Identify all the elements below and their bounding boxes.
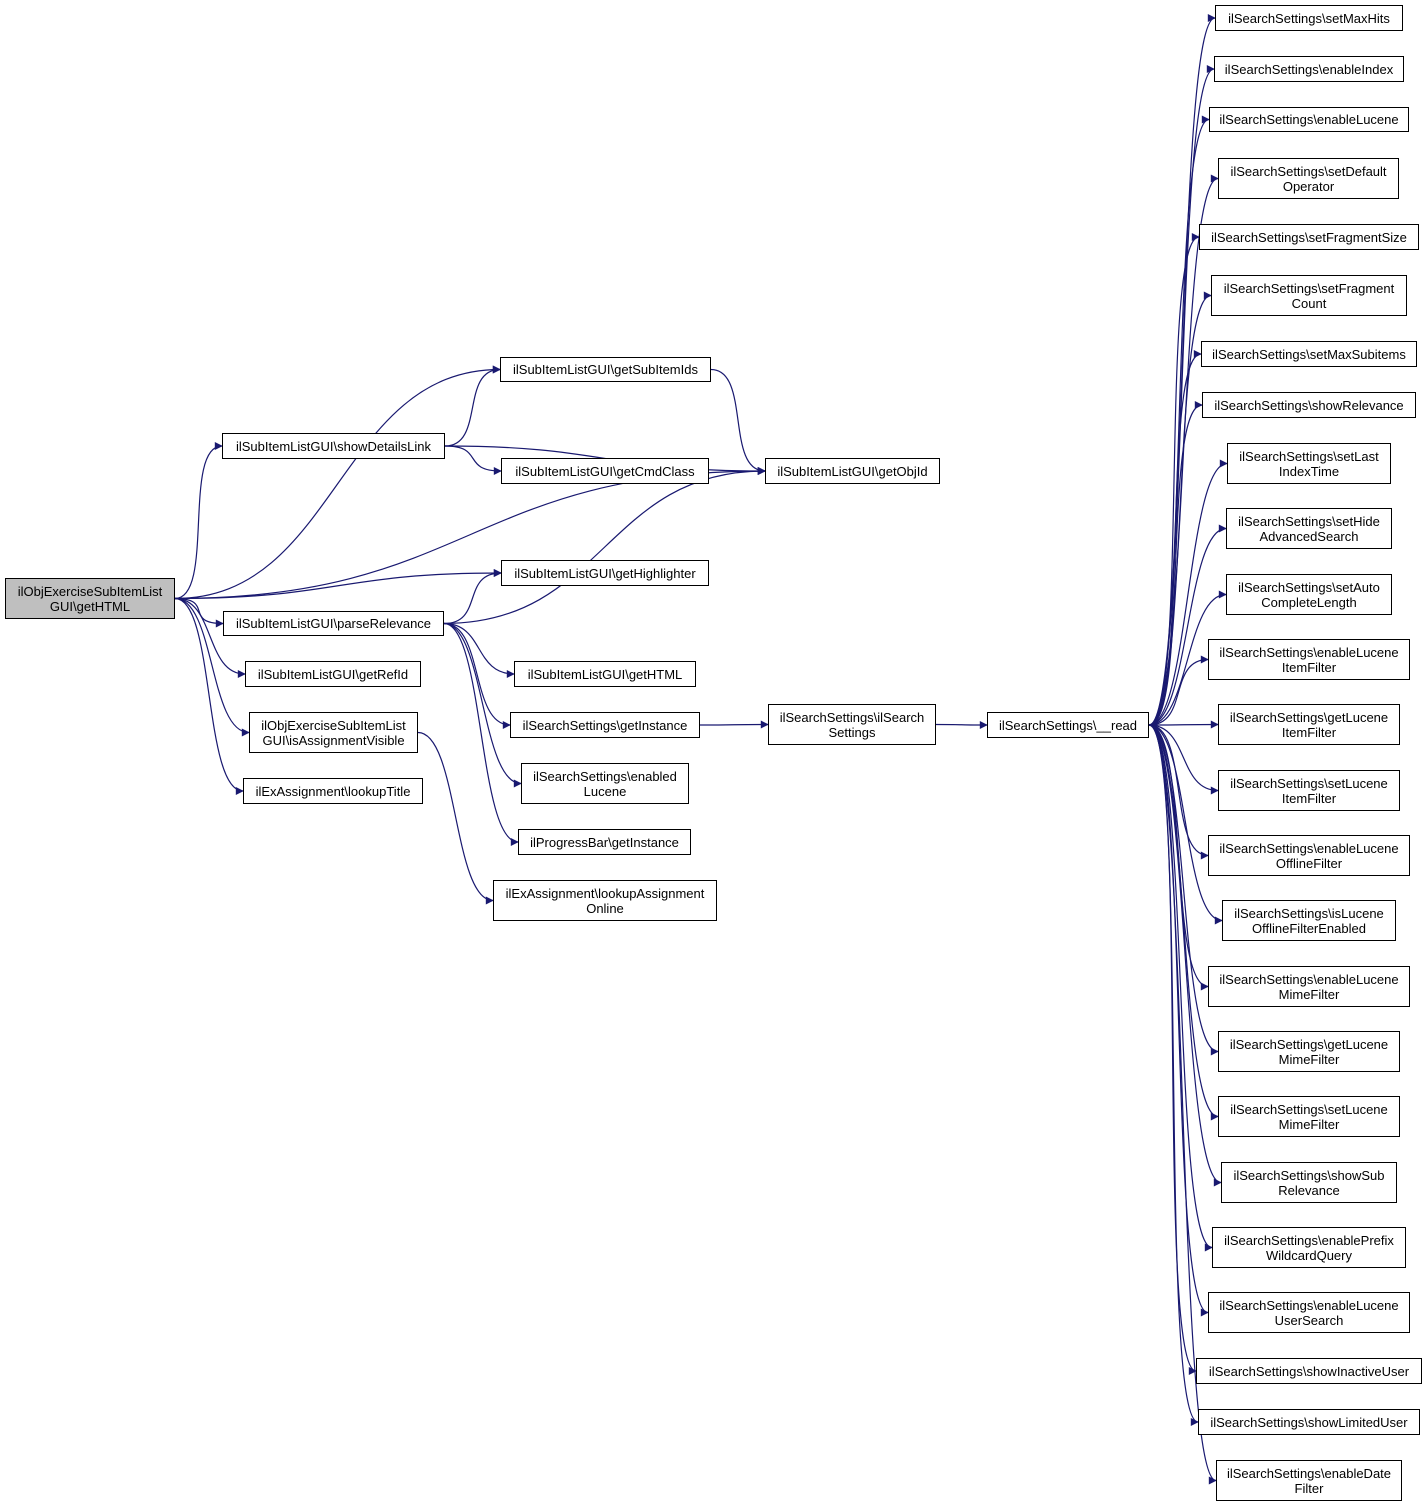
edge-ssRead-to-getLuceneItemFilter [1148,720,1219,729]
edge-ssRead-to-enablePrefixWildcardQuery [1148,724,1213,1252]
edge-showDetailsLink-to-getCmdClass [444,445,502,475]
node-getRefId[interactable]: ilSubItemListGUI\getRefId [245,661,421,687]
node-ssRead[interactable]: ilSearchSettings\__read [987,712,1149,738]
edge-getSubItemIds-to-getObjId [710,368,766,475]
node-setMaxSubitems[interactable]: ilSearchSettings\setMaxSubitems [1201,341,1417,367]
edge-ssRead-to-showRelevance [1148,401,1203,726]
edge-root-to-parseRelevance [174,597,224,628]
node-showDetailsLink[interactable]: ilSubItemListGUI\showDetailsLink [222,433,445,459]
node-parseRelevance[interactable]: ilSubItemListGUI\parseRelevance [223,611,444,636]
node-getObjId[interactable]: ilSubItemListGUI\getObjId [765,458,940,484]
node-setMaxHits[interactable]: ilSearchSettings\setMaxHits [1215,5,1403,31]
edge-ssRead-to-enableLuceneItemFilter [1148,655,1209,726]
edge-parseRelevance-to-pbGetInstance [443,622,519,846]
edge-root-to-getSubItemIds [174,365,501,600]
node-showLimitedUser[interactable]: ilSearchSettings\showLimitedUser [1198,1409,1420,1435]
edge-root-to-getHighlighter [174,569,502,600]
edge-ssRead-to-getLuceneMimeFilter [1148,724,1219,1056]
node-ssGetInstance[interactable]: ilSearchSettings\getInstance [510,712,700,738]
edge-showDetailsLink-to-getSubItemIds [444,365,501,447]
edge-ssRead-to-setMaxSubitems [1148,350,1202,726]
node-enableLucene[interactable]: ilSearchSettings\enableLucene [1209,107,1409,132]
edge-parseRelevance-to-getHighlighter [443,569,502,625]
edge-ssRead-to-enableLucene [1148,115,1210,726]
edge-ssRead-to-setFragmentSize [1148,233,1200,726]
edge-ssConstructor-to-ssRead [935,720,988,729]
edge-ssRead-to-setHideAdvancedSearch [1148,524,1227,726]
node-showInactiveUser[interactable]: ilSearchSettings\showInactiveUser [1196,1358,1422,1384]
node-enableIndex[interactable]: ilSearchSettings\enableIndex [1214,56,1404,82]
node-getSubItemIds[interactable]: ilSubItemListGUI\getSubItemIds [500,357,711,382]
edge-root-to-lookupTitle [174,597,244,795]
edge-ssRead-to-enableDateFilter [1148,724,1217,1485]
edge-ssRead-to-setLuceneItemFilter [1148,724,1219,795]
node-lookupTitle[interactable]: ilExAssignment\lookupTitle [243,778,423,804]
node-showRelevance[interactable]: ilSearchSettings\showRelevance [1202,392,1416,418]
edge-ssRead-to-enableLuceneUserSearch [1148,724,1209,1317]
edge-root-to-isAssignmentVisible [174,597,250,737]
edge-isAssignmentVisible-to-lookupAssignmentOnline [417,731,494,905]
edge-ssRead-to-showLimitedUser [1148,724,1199,1426]
node-subGetHTML[interactable]: ilSubItemListGUI\getHTML [514,661,696,687]
edge-ssRead-to-setLastIndexTime [1148,459,1228,726]
edge-parseRelevance-to-subGetHTML [443,622,515,678]
edge-ssRead-to-showSubRelevance [1148,724,1222,1187]
node-pbGetInstance[interactable]: ilProgressBar\getInstance [518,829,691,855]
edge-parseRelevance-to-getObjId [443,467,766,625]
node-getHighlighter[interactable]: ilSubItemListGUI\getHighlighter [501,560,709,586]
node-setFragmentSize[interactable]: ilSearchSettings\setFragmentSize [1199,224,1419,250]
node-getCmdClass[interactable]: ilSubItemListGUI\getCmdClass [501,458,709,484]
edge-ssRead-to-isLuceneOfflineFilterEnabled [1148,724,1223,925]
edge-root-to-showDetailsLink [174,442,223,600]
edge-parseRelevance-to-enabledLucene [443,622,522,788]
edge-ssRead-to-setAutoCompleteLength [1148,590,1227,726]
edge-ssRead-to-enableLuceneOfflineFilter [1148,724,1209,860]
edge-root-to-getRefId [174,597,246,678]
edge-parseRelevance-to-ssGetInstance [443,622,511,729]
edge-ssRead-to-setLuceneMimeFilter [1148,724,1219,1121]
edge-ssGetInstance-to-ssConstructor [699,720,769,729]
